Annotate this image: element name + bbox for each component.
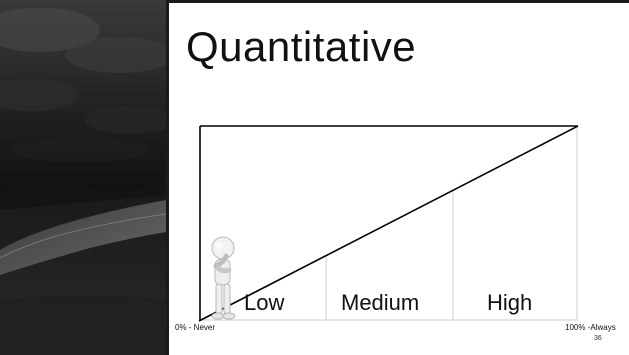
slide-number: 36 [594, 335, 602, 342]
stick-figure-thinking-icon [212, 237, 235, 319]
band-label-medium: Medium [341, 290, 419, 316]
axis-label-always: 100% -Always [565, 323, 616, 332]
axis-label-never: 0% - Never [175, 323, 215, 332]
band-label-high: High [487, 290, 532, 316]
band-label-low: Low [244, 290, 284, 316]
